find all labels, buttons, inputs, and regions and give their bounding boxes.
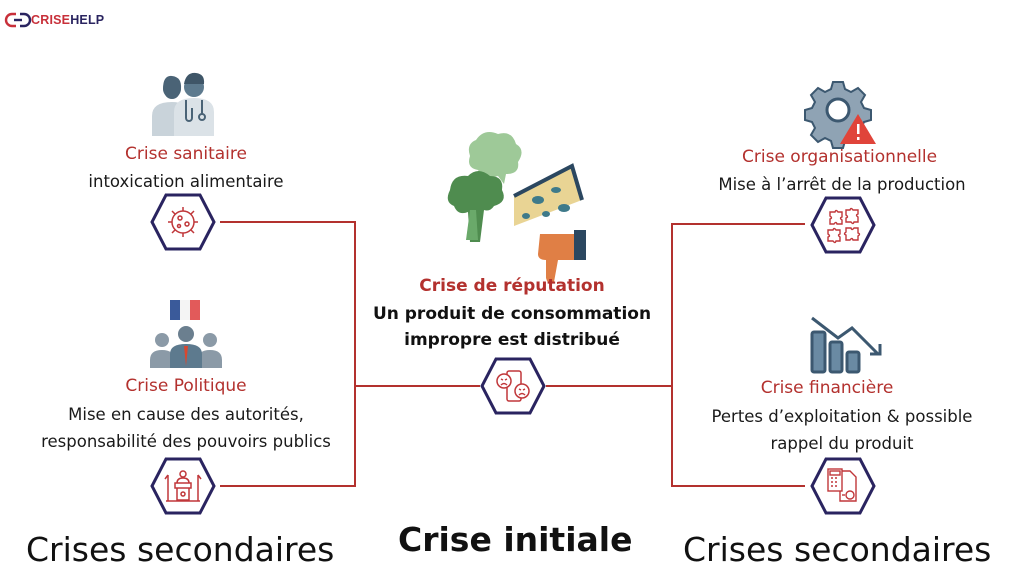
- politique-title: Crise Politique: [125, 376, 247, 396]
- reputation-title: Crise de réputation: [419, 276, 605, 296]
- logo-text-blue: HELP: [70, 13, 105, 27]
- reputation-desc-line2: impropre est distribué: [404, 330, 620, 350]
- calculator-invoice-icon: [827, 468, 857, 502]
- financiere-title: Crise financière: [760, 378, 894, 398]
- bottom-label-center: Crise initiale: [398, 520, 633, 559]
- organisationnelle-title: Crise organisationnelle: [742, 147, 938, 167]
- financiere-desc-line2: rappel du produit: [770, 434, 914, 453]
- politique-hexagon: [150, 457, 216, 515]
- puzzle-pieces-icon: [827, 207, 861, 244]
- sanitaire-hexagon: [150, 193, 216, 251]
- reputation-desc-line1: Un produit de consommation: [372, 304, 652, 324]
- connector-left-top: [220, 221, 356, 487]
- declining-chart-icon: [810, 316, 882, 374]
- sanitaire-desc: intoxication alimentaire: [88, 172, 284, 191]
- gear-warning-icon: [804, 81, 876, 149]
- politicians-icon: [150, 300, 222, 368]
- reputation-hexagon: [480, 357, 546, 415]
- financiere-desc-line1: Pertes d’exploitation & possible: [711, 407, 973, 426]
- sanitaire-title: Crise sanitaire: [125, 144, 247, 164]
- doctors-icon: [152, 72, 214, 136]
- angry-reviews-phone-icon: [496, 370, 530, 402]
- connector-right: [671, 223, 805, 487]
- politique-desc-line1: Mise en cause des autorités,: [68, 405, 304, 424]
- organisationnelle-desc: Mise à l’arrêt de la production: [718, 175, 966, 194]
- virus-icon: [168, 207, 198, 237]
- bottom-label-left: Crises secondaires: [26, 530, 335, 569]
- crisehelp-logo: CRISEHELP: [4, 12, 105, 28]
- spoiled-food-thumbs-down-icon: [447, 132, 586, 284]
- logo-text-red: CRISE: [31, 13, 71, 27]
- politique-desc-line2: responsabilité des pouvoirs publics: [41, 432, 331, 451]
- organisationnelle-hexagon: [810, 196, 876, 254]
- financiere-hexagon: [810, 457, 876, 515]
- logo-icon: [4, 12, 32, 28]
- bottom-label-right: Crises secondaires: [683, 530, 992, 569]
- podium-icon: [164, 470, 202, 502]
